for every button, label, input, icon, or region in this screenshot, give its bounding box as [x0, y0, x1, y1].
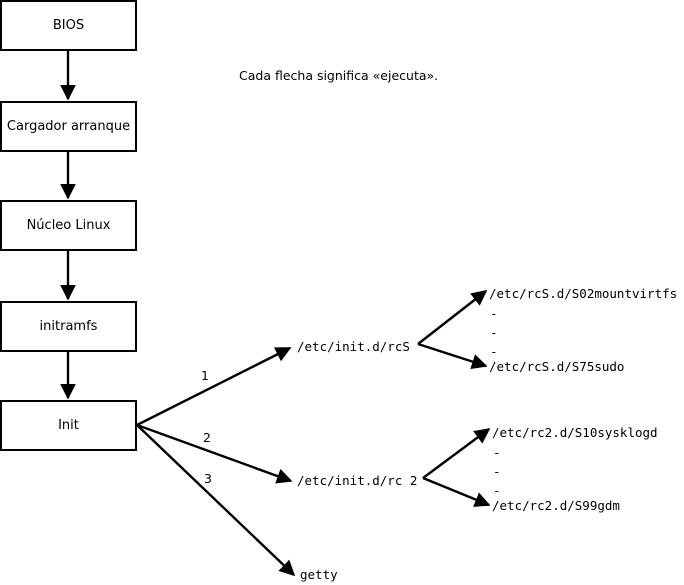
- node-bootloader[interactable]: Cargador arranque: [0, 101, 137, 152]
- rcs-ellipsis-dash-3: -: [490, 344, 498, 359]
- arrow-rcs-to-first-script: [417, 290, 488, 345]
- rcs-first-script[interactable]: /etc/rcS.d/S02mountvirtfs: [489, 286, 678, 301]
- arrow-rcs-to-last-script: [417, 342, 488, 370]
- rc2-first-script[interactable]: /etc/rc2.d/S10sysklogd: [492, 425, 658, 440]
- arrow-init-to-rc2: [136, 423, 293, 484]
- rcs-last-script[interactable]: /etc/rcS.d/S75sudo: [489, 359, 625, 374]
- arrow-init-to-rcs: [136, 346, 292, 427]
- node-kernel[interactable]: Núcleo Linux: [0, 200, 137, 251]
- node-getty[interactable]: getty: [300, 567, 338, 582]
- branch-number-1: 1: [201, 368, 209, 383]
- arrow-rc2-to-last-script: [422, 476, 491, 507]
- node-rc2-script[interactable]: /etc/init.d/rc 2: [297, 473, 418, 488]
- branch-number-3: 3: [204, 471, 212, 486]
- diagram-caption: Cada flecha significa «ejecuta».: [239, 68, 439, 83]
- node-bootloader-label: Cargador arranque: [6, 119, 131, 134]
- node-init-label: Init: [58, 418, 79, 433]
- rc2-ellipsis-dash-1: -: [493, 445, 501, 460]
- node-kernel-label: Núcleo Linux: [26, 218, 111, 233]
- rc2-ellipsis-dash-2: -: [493, 464, 501, 479]
- node-initramfs-label: initramfs: [39, 319, 98, 334]
- rcs-ellipsis-dash-1: -: [490, 306, 498, 321]
- node-initramfs[interactable]: initramfs: [0, 301, 137, 352]
- branch-number-2: 2: [203, 430, 211, 445]
- rc2-last-script[interactable]: /etc/rc2.d/S99gdm: [492, 498, 620, 513]
- rc2-ellipsis-dash-3: -: [493, 483, 501, 498]
- node-bios-label: BIOS: [52, 18, 85, 33]
- arrow-init-to-getty: [136, 424, 296, 577]
- node-rcs-script[interactable]: /etc/init.d/rcS: [297, 339, 410, 354]
- node-init[interactable]: Init: [0, 400, 137, 451]
- rcs-ellipsis-dash-2: -: [490, 325, 498, 340]
- arrow-rc2-to-first-script: [422, 428, 491, 479]
- node-bios[interactable]: BIOS: [0, 0, 137, 51]
